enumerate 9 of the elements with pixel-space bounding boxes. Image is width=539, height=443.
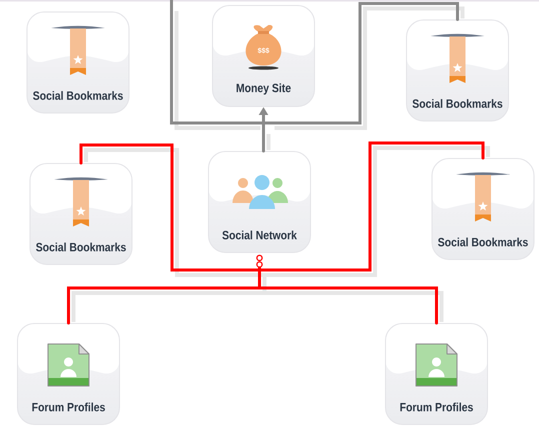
icon-tile: Social Bookmarks [432, 158, 534, 260]
icon-tile: Social Bookmarks [26, 12, 130, 114]
connector-line [67, 142, 490, 324]
connector-line [262, 122, 270, 152]
icon-tile: Social Network [208, 151, 311, 253]
connector-line [262, 2, 464, 130]
icon-tile: Social Bookmarks [406, 20, 509, 122]
icon-tile: Social Bookmarks [30, 163, 132, 265]
double-ring-icon [256, 254, 263, 268]
